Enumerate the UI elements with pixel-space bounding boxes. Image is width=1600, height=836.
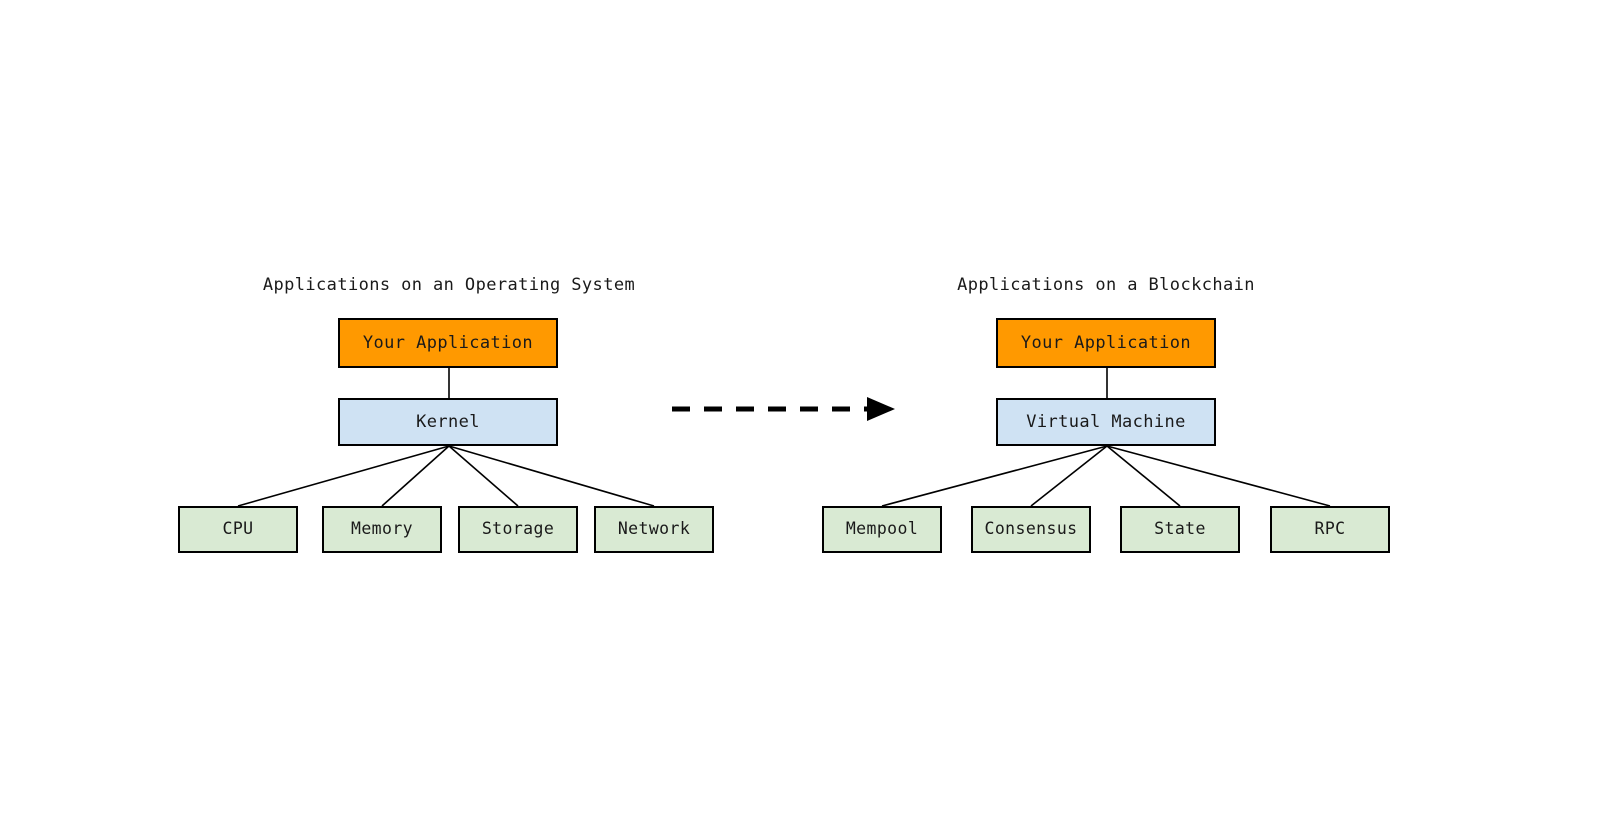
node-memory[interactable]: Memory (322, 506, 442, 553)
node-storage[interactable]: Storage (458, 506, 578, 553)
node-kernel[interactable]: Kernel (338, 398, 558, 446)
node-state[interactable]: State (1120, 506, 1240, 553)
node-your-application-blockchain[interactable]: Your Application (996, 318, 1216, 368)
node-rpc[interactable]: RPC (1270, 506, 1390, 553)
node-network[interactable]: Network (594, 506, 714, 553)
node-your-application-os[interactable]: Your Application (338, 318, 558, 368)
node-consensus[interactable]: Consensus (971, 506, 1091, 553)
node-mempool[interactable]: Mempool (822, 506, 942, 553)
node-virtual-machine[interactable]: Virtual Machine (996, 398, 1216, 446)
group-title-operating-system: Applications on an Operating System (262, 275, 636, 295)
node-cpu[interactable]: CPU (178, 506, 298, 553)
group-title-blockchain: Applications on a Blockchain (957, 275, 1255, 295)
